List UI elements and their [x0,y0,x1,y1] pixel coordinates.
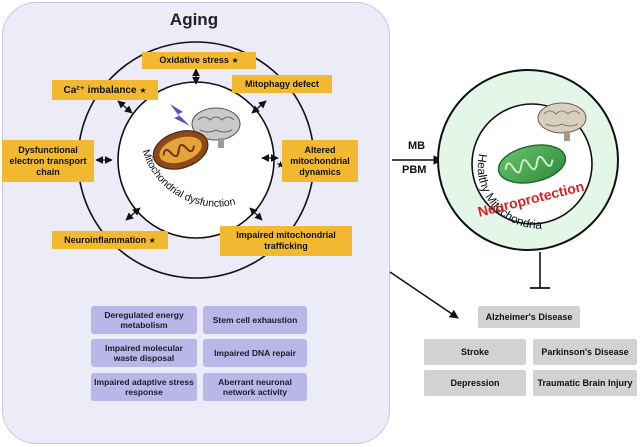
disease-parkinsons: Parkinson's Disease [533,339,637,365]
disease-stroke: Stroke [424,339,526,365]
treatment-pbm-label: PBM [402,164,427,176]
factor-neuroinflammation: Neuroinflammation ★ [52,231,168,249]
hallmark-neuronal-network: Aberrant neuronal network activity [203,373,307,401]
factor-oxidative-stress: Oxidative stress ★ [142,52,256,69]
factor-electron-transport-chain: Dysfunctional electron transport chain [2,140,94,182]
disease-tbi: Traumatic Brain Injury [533,370,637,396]
disease-alzheimers: Alzheimer's Disease [478,306,580,328]
hallmark-waste-disposal: Impaired molecular waste disposal [91,339,197,367]
treatment-mb-label: MB [408,140,426,152]
lightning-icon [170,104,190,126]
hallmark-stem-cell-exhaustion: Stem cell exhaustion [203,306,307,334]
damaged-mitochondrion-icon [152,130,209,170]
factor-mitochondrial-dynamics: Altered mitochondrial dynamics [282,140,358,182]
factor-ca-imbalance: Ca²⁺ imbalance ★ [52,80,158,100]
factor-mitochondrial-trafficking: Impaired mitochondrial trafficking [220,226,352,256]
hallmark-energy-metabolism: Deregulated energy metabolism [91,306,197,334]
healthy-brain-icon [537,102,587,141]
hallmark-dna-repair: Impaired DNA repair [203,339,307,367]
brain-icon [191,107,241,148]
aging-title: Aging [169,10,219,29]
disease-depression: Depression [424,370,526,396]
mito-dysfunction-star: ★ [276,160,285,171]
healthy-mitochondrion-icon [497,144,567,184]
hallmark-stress-response: Impaired adaptive stress response [91,373,197,401]
factor-mitophagy-defect: Mitophagy defect [232,75,332,93]
